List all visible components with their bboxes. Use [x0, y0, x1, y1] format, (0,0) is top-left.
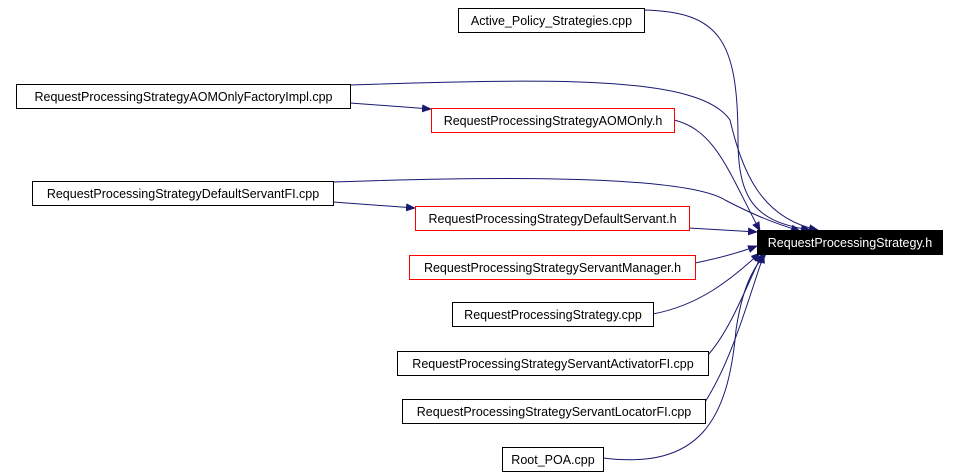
node-label: RequestProcessingStrategyServantLocatorF… [417, 405, 691, 419]
node-default-servant-h[interactable]: RequestProcessingStrategyDefaultServant.… [415, 206, 690, 231]
edge-default_servant_fi-to-target [332, 178, 801, 233]
node-root-poa[interactable]: Root_POA.cpp [502, 447, 604, 472]
edge-active_policy-to-target [643, 9, 811, 233]
node-aom-factory[interactable]: RequestProcessingStrategyAOMOnlyFactoryI… [16, 84, 351, 109]
node-box [397, 351, 709, 376]
node-box [458, 8, 645, 33]
node-label: RequestProcessingStrategy.cpp [464, 308, 642, 322]
edge-root_poa-to-target [602, 253, 767, 461]
node-label: RequestProcessingStrategy.h [768, 236, 932, 250]
edge-default_servant_fi-to-default_servant_h [332, 201, 416, 212]
edge-rps_cpp-to-target [652, 252, 761, 315]
node-aom-only-h[interactable]: RequestProcessingStrategyAOMOnly.h [431, 108, 675, 133]
node-label: RequestProcessingStrategyServantActivato… [412, 357, 693, 371]
edge-default_servant_h-to-target [688, 227, 758, 236]
node-locator-fi[interactable]: RequestProcessingStrategyServantLocatorF… [402, 399, 706, 424]
edge-aom_factory-to-target [349, 80, 819, 233]
node-label: RequestProcessingStrategyDefaultServant.… [428, 212, 676, 226]
node-label: RequestProcessingStrategyDefaultServantF… [47, 187, 319, 201]
node-label: RequestProcessingStrategyServantManager.… [424, 261, 681, 275]
node-activator-fi[interactable]: RequestProcessingStrategyServantActivato… [397, 351, 709, 376]
node-box [757, 230, 943, 255]
node-box [409, 255, 696, 280]
node-label: RequestProcessingStrategyAOMOnly.h [444, 114, 663, 128]
node-label: RequestProcessingStrategyAOMOnlyFactoryI… [34, 90, 332, 104]
edge-locator_fi-to-target [704, 253, 765, 403]
edges-layer [332, 9, 819, 461]
node-label: Root_POA.cpp [511, 453, 594, 467]
node-box [502, 447, 604, 472]
node-box [32, 181, 334, 206]
node-box [16, 84, 351, 109]
node-target-request-processing-strategy-h[interactable]: RequestProcessingStrategy.h [757, 230, 943, 255]
node-active-policy[interactable]: Active_Policy_Strategies.cpp [458, 8, 645, 33]
node-servant-manager-h[interactable]: RequestProcessingStrategyServantManager.… [409, 255, 696, 280]
node-rps-cpp[interactable]: RequestProcessingStrategy.cpp [452, 302, 654, 327]
node-box [415, 206, 690, 231]
node-box [431, 108, 675, 133]
nodes-layer: Active_Policy_Strategies.cppRequestProce… [16, 8, 943, 472]
node-label: Active_Policy_Strategies.cpp [471, 14, 632, 28]
edge-aom_only_h-to-target [673, 119, 761, 232]
node-box [402, 399, 706, 424]
node-box [452, 302, 654, 327]
edge-servant_manager_h-to-target [694, 245, 758, 264]
node-default-servant-fi[interactable]: RequestProcessingStrategyDefaultServantF… [32, 181, 334, 206]
edge-aom_factory-to-aom_only_h [349, 102, 432, 113]
